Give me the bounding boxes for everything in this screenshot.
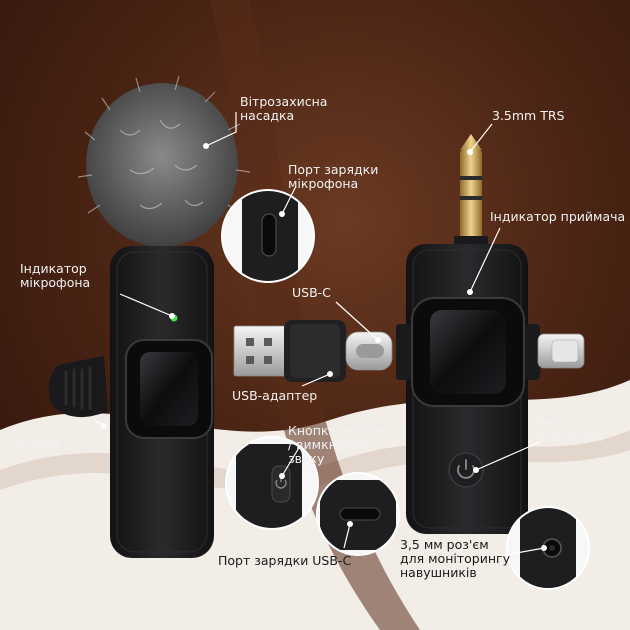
- label-power-button: Кнопка живлення: [536, 415, 603, 444]
- label-usb-c: USB-C: [292, 285, 331, 300]
- microphone-transmitter: [48, 75, 251, 558]
- trs-plug: [454, 134, 488, 250]
- callout-headphone-jack: [506, 506, 590, 590]
- label-trs: 3.5mm TRS: [492, 108, 565, 123]
- label-mic-indicator: Індикатор мікрофона: [20, 261, 91, 290]
- callout-dots: [101, 143, 547, 551]
- power-icon: [448, 452, 484, 488]
- label-usb-adapter: USB-адаптер: [232, 388, 318, 403]
- clip: [48, 356, 108, 418]
- lightning-connector-icon: [537, 333, 585, 369]
- label-power-mute-button: Кнопка живлення / вимкнення звуку: [288, 423, 407, 466]
- background-stripe: [210, 0, 420, 630]
- label-mic-charge-port: Порт зарядки мікрофона: [288, 162, 379, 191]
- receiver: [396, 134, 585, 534]
- callout-power-mute-button: [225, 436, 319, 530]
- callout-lines: [93, 112, 545, 557]
- callout-usb-c-charge-port: [316, 472, 400, 556]
- label-receiver-indicator: Індикатор приймача: [490, 209, 626, 224]
- label-clip: Кліпса: [18, 436, 62, 451]
- label-headphone-jack: 3,5 мм роз'єм для моніторингу навушників: [400, 537, 510, 580]
- label-windscreen: Вітрозахисна насадка: [240, 94, 328, 123]
- label-usb-c-charge-port: Порт зарядки USB-C: [218, 553, 352, 568]
- usb-adapter: [233, 320, 393, 382]
- callout-mic-charge-port: [221, 189, 315, 283]
